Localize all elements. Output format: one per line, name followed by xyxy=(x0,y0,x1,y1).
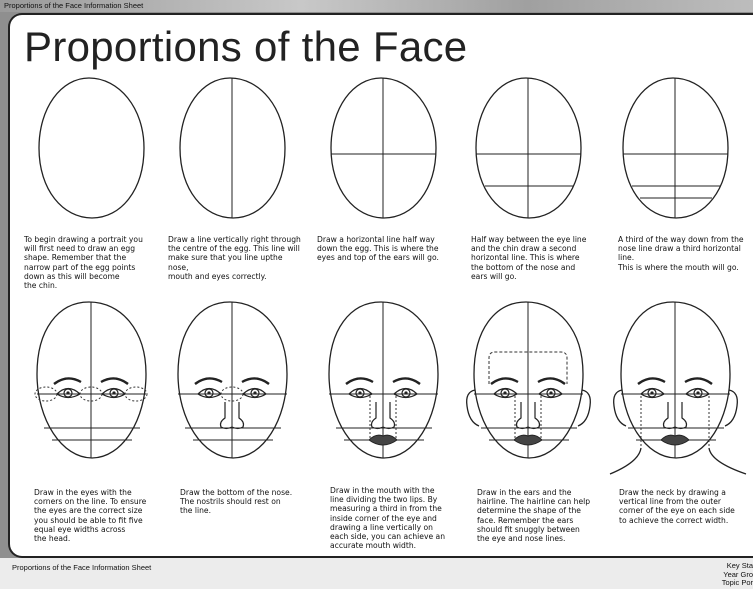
egg-with-center-line-drawing xyxy=(163,72,303,222)
step-caption: Draw the bottom of the nose. The nostril… xyxy=(180,488,292,516)
step-caption: Half way between the eye line and the ch… xyxy=(471,235,586,281)
step-caption: To begin drawing a portrait you will fir… xyxy=(24,235,143,290)
step-caption: Draw in the eyes with the corners on the… xyxy=(34,488,146,543)
face-with-ears-and-hairline-drawing xyxy=(459,300,599,465)
step-caption: Draw in the ears and the hairline. The h… xyxy=(477,488,590,543)
face-with-nose-drawing xyxy=(163,300,303,465)
footer-sheet-label: Proportions of the Face Information Shee… xyxy=(12,563,151,572)
step-caption: A third of the way down from the nose li… xyxy=(618,235,746,272)
egg-with-nose-line-drawing xyxy=(459,72,599,222)
page-title: Proportions of the Face xyxy=(24,23,467,71)
egg-with-mouth-line-drawing xyxy=(606,72,746,222)
step-caption: Draw a line vertically right through the… xyxy=(168,235,303,281)
egg-drawing xyxy=(22,72,162,222)
face-with-neck-drawing xyxy=(606,300,753,485)
step-caption: Draw the neck by drawing a vertical line… xyxy=(619,488,735,525)
sheet-header-label: Proportions of the Face Information Shee… xyxy=(4,1,143,10)
footer-key-stage-info: Key Sta Year Gro Topic Por xyxy=(722,562,753,588)
step-caption: Draw in the mouth with the line dividing… xyxy=(330,486,445,550)
egg-with-eye-line-drawing xyxy=(314,72,454,222)
face-with-mouth-drawing xyxy=(314,300,454,465)
step-caption: Draw a horizontal line half way down the… xyxy=(317,235,439,263)
face-with-eyes-drawing xyxy=(22,300,162,465)
